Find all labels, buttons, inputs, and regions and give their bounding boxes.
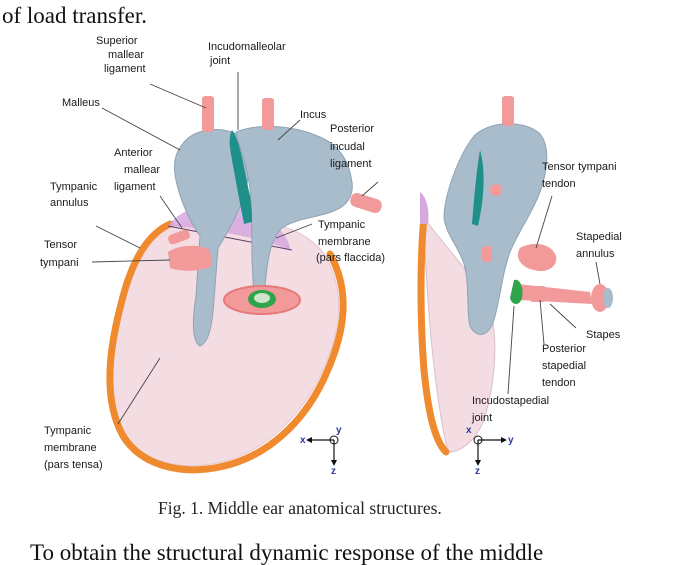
axis-right-x: x xyxy=(466,425,472,436)
axis-left-x: x xyxy=(300,435,306,446)
body-text-bottom: To obtain the structural dynamic respons… xyxy=(30,540,544,565)
label-tm-flaccida-3: (pars flaccida) xyxy=(316,252,385,264)
label-tm-flaccida-2: membrane xyxy=(318,236,371,248)
label-tm-tensa-1: Tympanic xyxy=(44,425,92,437)
axis-triad-left: x y z xyxy=(300,425,342,477)
label-posterior-stapedial-tendon-1: Posterior xyxy=(542,343,586,355)
label-incudostapedial-joint-2: joint xyxy=(471,412,492,424)
right-view: x y z xyxy=(417,96,613,477)
leader-lines xyxy=(91,72,601,425)
posterior-incudal-ligament xyxy=(350,192,382,214)
superior-incudal-ligament xyxy=(262,98,274,130)
stapes xyxy=(518,284,592,304)
label-incudomalleolar-joint-2: joint xyxy=(209,55,230,67)
figure-caption: Fig. 1. Middle ear anatomical structures… xyxy=(158,498,442,518)
label-posterior-incudal-ligament-2: incudal xyxy=(330,141,365,153)
label-incudomalleolar-joint-1: Incudomalleolar xyxy=(208,41,286,53)
label-tm-flaccida-1: Tympanic xyxy=(318,219,366,231)
superior-mallear-ligament xyxy=(202,96,214,132)
label-superior-mallear-ligament-1: Superior xyxy=(96,35,138,47)
label-anterior-mallear-ligament-2: mallear xyxy=(124,164,160,176)
label-anterior-mallear-ligament-1: Anterior xyxy=(114,147,153,159)
figure-labels: Superior mallear ligament Incudomalleola… xyxy=(40,35,622,471)
label-tm-tensa-3: (pars tensa) xyxy=(44,459,103,471)
anterior-mallear-ligament xyxy=(168,229,190,245)
label-posterior-incudal-ligament-3: ligament xyxy=(330,158,372,170)
body-text-top: of load transfer. xyxy=(2,3,147,28)
label-anterior-mallear-ligament-3: ligament xyxy=(114,181,156,193)
label-tensor-tympani-tendon-1: Tensor tympani xyxy=(542,161,617,173)
tympanic-membrane-pars-tensa xyxy=(109,219,339,467)
label-stapes: Stapes xyxy=(586,329,621,341)
label-stapedial-annulus-1: Stapedial xyxy=(576,231,622,243)
tensor-tympani xyxy=(168,245,212,271)
ossicles-side xyxy=(443,123,548,335)
axis-triad-right: x y z xyxy=(466,425,514,477)
label-posterior-stapedial-tendon-3: tendon xyxy=(542,377,576,389)
left-view: x y z xyxy=(106,96,382,477)
axis-right-y: y xyxy=(508,435,514,446)
axis-right-z: z xyxy=(475,466,480,477)
axis-left-z: z xyxy=(331,466,336,477)
label-superior-mallear-ligament-2: mallear xyxy=(108,49,144,61)
label-tensor-tympani-tendon-2: tendon xyxy=(542,178,576,190)
tympanic-annulus xyxy=(106,220,347,474)
label-tympanic-annulus-1: Tympanic xyxy=(50,181,98,193)
tympanic-annulus-side xyxy=(417,212,450,456)
label-posterior-stapedial-tendon-2: stapedial xyxy=(542,360,586,372)
axis-left-y: y xyxy=(336,425,342,436)
label-incus: Incus xyxy=(300,109,327,121)
label-superior-mallear-ligament-3: ligament xyxy=(104,63,146,75)
label-tensor-tympani-1: Tensor xyxy=(44,239,77,251)
label-stapedial-annulus-2: annulus xyxy=(576,248,615,260)
label-malleus: Malleus xyxy=(62,97,100,109)
incudomalleolar-joint xyxy=(229,130,252,224)
label-tm-tensa-2: membrane xyxy=(44,442,97,454)
label-tensor-tympani-2: tympani xyxy=(40,257,79,269)
label-tympanic-annulus-2: annulus xyxy=(50,197,89,209)
label-incudostapedial-joint-1: Incudostapedial xyxy=(472,395,549,407)
label-posterior-incudal-ligament-1: Posterior xyxy=(330,123,374,135)
